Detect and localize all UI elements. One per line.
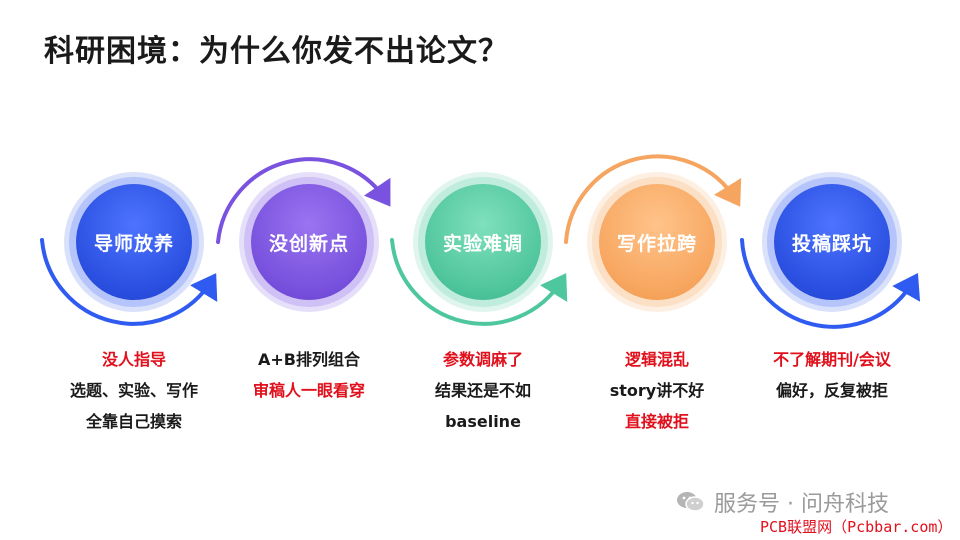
desc-line: 选题、实验、写作 [69,381,198,400]
desc-line: 逻辑混乱 [624,350,689,369]
desc-line: 偏好，反复被拒 [775,381,888,400]
step-label-4: 写作拉跨 [599,184,715,300]
page-title: 科研困境：为什么你发不出论文？ [44,34,509,69]
site-credit: PCB联盟网（Pcbbar.com） [760,518,953,536]
desc-line: 审稿人一眼看穿 [252,381,365,400]
step-node-4: 写作拉跨 [587,172,727,312]
step-desc-5: 不了解期刊/会议 偏好，反复被拒 [747,344,917,406]
desc-line: 直接被拒 [624,412,689,431]
desc-line: 没人指导 [101,350,166,369]
arc-arrow-4 [564,154,742,244]
watermark-text: 服务号 · 问舟科技 [714,492,889,517]
desc-line: 结果还是不如 [434,381,531,400]
step-label-3: 实验难调 [425,184,541,300]
arc-arrow-5 [740,238,921,329]
step-node-5: 投稿踩坑 [762,172,902,312]
desc-line: 参数调麻了 [442,350,523,369]
step-desc-3: 参数调麻了 结果还是不如 baseline [398,344,568,437]
step-node-3: 实验难调 [413,172,553,312]
arc-arrow-2 [216,157,391,244]
step-desc-4: 逻辑混乱 story讲不好 直接被拒 [572,344,742,437]
wechat-icon [677,492,705,512]
step-label-5: 投稿踩坑 [774,184,890,300]
step-desc-1: 没人指导 选题、实验、写作 全靠自己摸索 [49,344,219,437]
desc-line: 不了解期刊/会议 [773,350,891,369]
step-label-1: 导师放养 [76,184,192,300]
desc-line: story讲不好 [609,381,705,400]
desc-line: 全靠自己摸索 [85,412,182,431]
step-desc-2: A+B排列组合 审稿人一眼看穿 [224,344,394,406]
step-label-2: 没创新点 [251,184,367,300]
desc-line: A+B排列组合 [258,350,360,369]
step-node-2: 没创新点 [239,172,379,312]
arc-arrow-1 [40,238,218,326]
watermark: 服务号 · 问舟科技 [676,486,889,518]
desc-line: baseline [445,412,521,431]
arc-arrow-3 [390,238,568,326]
step-node-1: 导师放养 [64,172,204,312]
